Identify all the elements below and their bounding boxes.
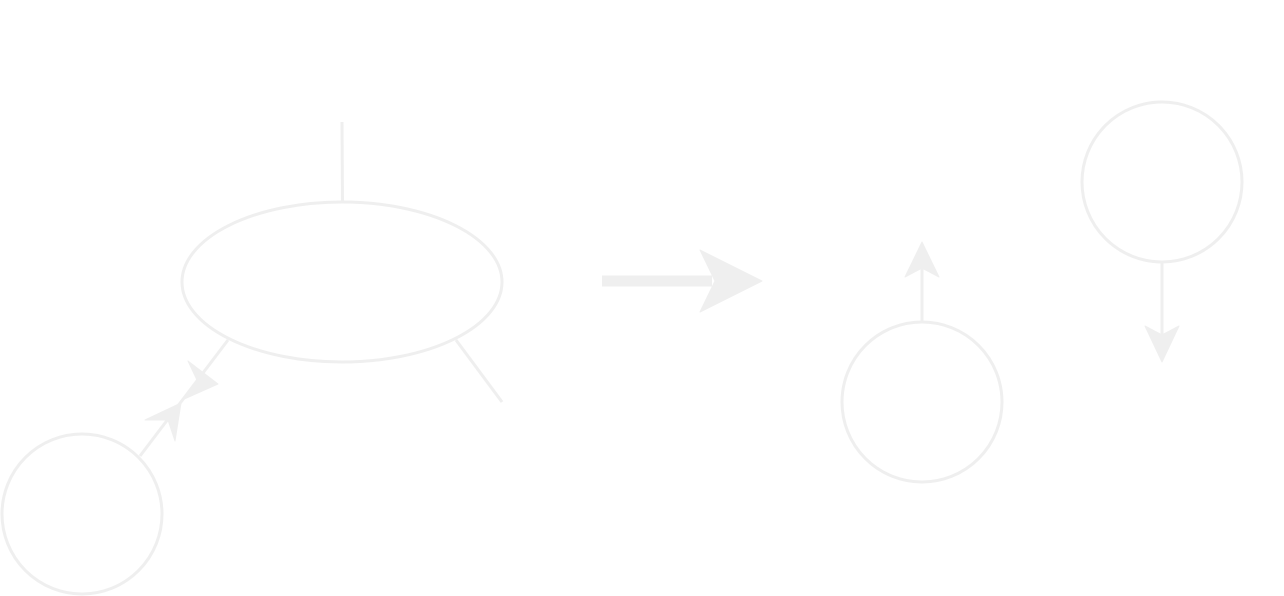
bottom-middle-circle — [840, 320, 1004, 484]
central-ellipse — [180, 200, 504, 364]
bottom-middle-group — [840, 241, 1004, 484]
bidirectional-arrow-group — [138, 339, 230, 457]
central-ellipse-group — [180, 121, 504, 403]
top-line — [340, 121, 344, 203]
down-arrow-head — [1144, 325, 1180, 363]
transition-arrow-head — [699, 249, 763, 313]
up-arrow-head — [904, 241, 940, 278]
bidirectional-arrow-head-up — [181, 360, 219, 401]
lower-right-line — [454, 339, 504, 403]
bottom-left-circle — [0, 432, 164, 596]
top-right-circle — [1080, 100, 1244, 264]
bidirectional-arrow-head-down — [144, 402, 182, 442]
top-right-group — [1080, 100, 1244, 363]
transition-arrow-group — [602, 249, 763, 313]
